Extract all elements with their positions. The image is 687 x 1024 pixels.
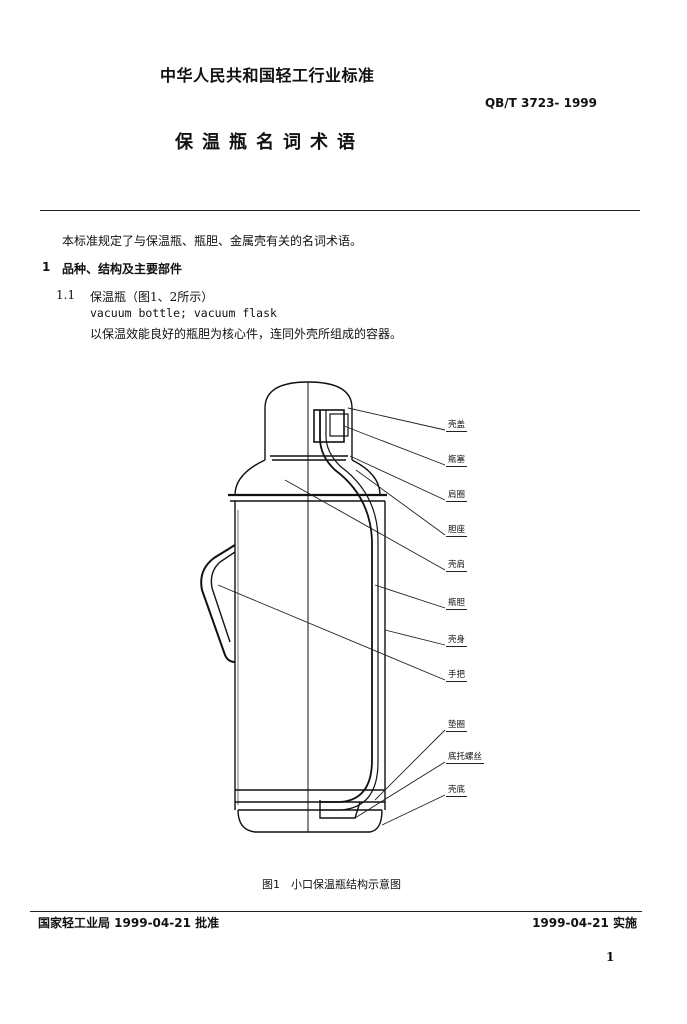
subsection-definition: 以保温效能良好的瓶胆为核心件，连同外壳所组成的容器。 [90, 327, 403, 341]
figure-label: 肩圈 [446, 490, 468, 502]
approval-note: 国家轻工业局 1999-04-21 批准 [38, 916, 220, 930]
handle-outline [200, 544, 236, 663]
figure-label: 壳底 [446, 785, 468, 797]
figure-caption: 图1 小口保温瓶结构示意图 [262, 878, 401, 891]
intro-paragraph: 本标准规定了与保温瓶、瓶胆、金属壳有关的名词术语。 [62, 234, 363, 248]
base-outline [237, 809, 383, 833]
implementation-note: 1999-04-21 实施 [532, 916, 637, 930]
footer-divider [30, 911, 642, 912]
vacuum-bottle-drawing [200, 381, 446, 833]
org-title: 中华人民共和国轻工行业标准 [160, 66, 375, 85]
figure-label: 手把 [446, 670, 468, 682]
subsection-number: 1.1 [56, 288, 76, 302]
figure-label: 胆座 [446, 525, 468, 537]
page-number: 1 [606, 950, 615, 964]
figure-label: 垫圈 [446, 720, 468, 732]
figure-label: 底托螺丝 [446, 752, 485, 764]
header-divider [40, 210, 640, 211]
standard-title: 保温瓶名词术语 [175, 132, 364, 153]
section-title: 品种、结构及主要部件 [62, 262, 183, 276]
vacuum-bottle-diagram: 壳盖 瓶塞 肩圈 胆座 壳肩 瓶胆 壳身 手把 垫圈 底托螺丝 壳底 [180, 370, 520, 850]
subsection-english-term: vacuum bottle; vacuum flask [90, 306, 277, 320]
flask-outline [319, 410, 373, 803]
section-number: 1 [42, 260, 51, 274]
figure-label: 壳盖 [446, 420, 468, 432]
stopper-outline [313, 409, 345, 443]
subsection-title: 保温瓶（图1、2所示） [90, 290, 214, 304]
figure-label: 瓶塞 [446, 455, 468, 467]
standard-code: QB/T 3723- 1999 [484, 96, 597, 110]
figure-label: 壳肩 [446, 560, 468, 572]
figure-label: 瓶胆 [446, 598, 468, 610]
figure-label: 壳身 [446, 635, 468, 647]
